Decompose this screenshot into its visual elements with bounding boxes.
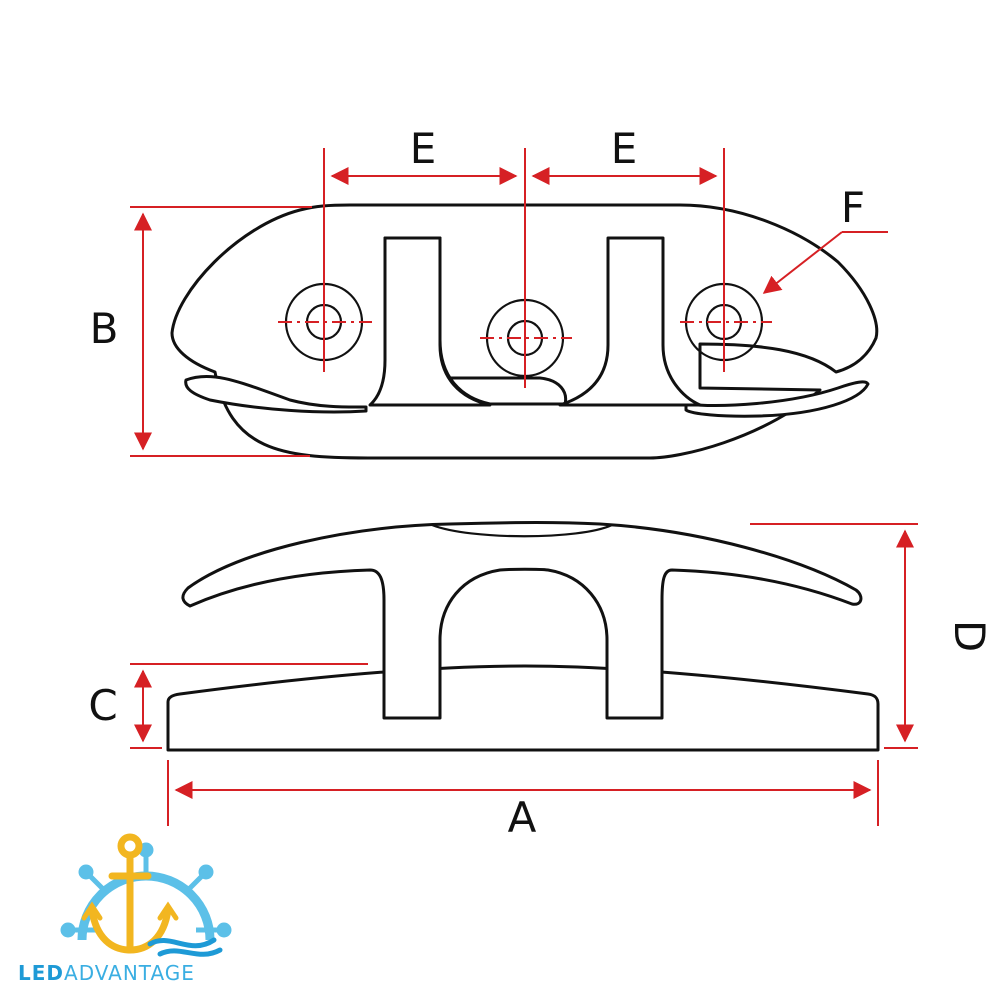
dimension-e-left-label: E xyxy=(410,124,437,173)
logo-wordmark: LEDADVANTAGE xyxy=(18,961,195,985)
dimension-e-right-label: E xyxy=(611,124,638,173)
cleat-top-horn-left xyxy=(368,236,492,407)
waves-icon xyxy=(147,937,223,957)
cleat-side-base xyxy=(166,664,880,752)
dimension-f-leader-arrow xyxy=(762,231,843,294)
anchor-icon xyxy=(81,833,179,954)
cleat-top-lower-ledge xyxy=(184,374,368,414)
dimension-b-label: B xyxy=(90,304,119,353)
cleat-side-body xyxy=(181,521,863,720)
dimension-d-label: D xyxy=(945,620,994,652)
ships-wheel-icon xyxy=(60,842,232,941)
cleat-side-view: C D A xyxy=(88,521,994,842)
cleat-top-view: E E B F xyxy=(90,124,888,460)
dimension-a-label: A xyxy=(508,793,537,842)
dimension-f-label: F xyxy=(841,183,865,232)
logo-text-light: ADVANTAGE xyxy=(64,961,195,985)
cleat-top-lower-ledge-right xyxy=(684,380,870,418)
led-advantage-logo: LEDADVANTAGE xyxy=(18,833,232,985)
cleat-side-top-contour xyxy=(431,523,613,538)
logo-text-bold: LED xyxy=(18,961,64,985)
dimension-c-label: C xyxy=(88,681,117,730)
cleat-top-horn-right xyxy=(558,236,702,407)
